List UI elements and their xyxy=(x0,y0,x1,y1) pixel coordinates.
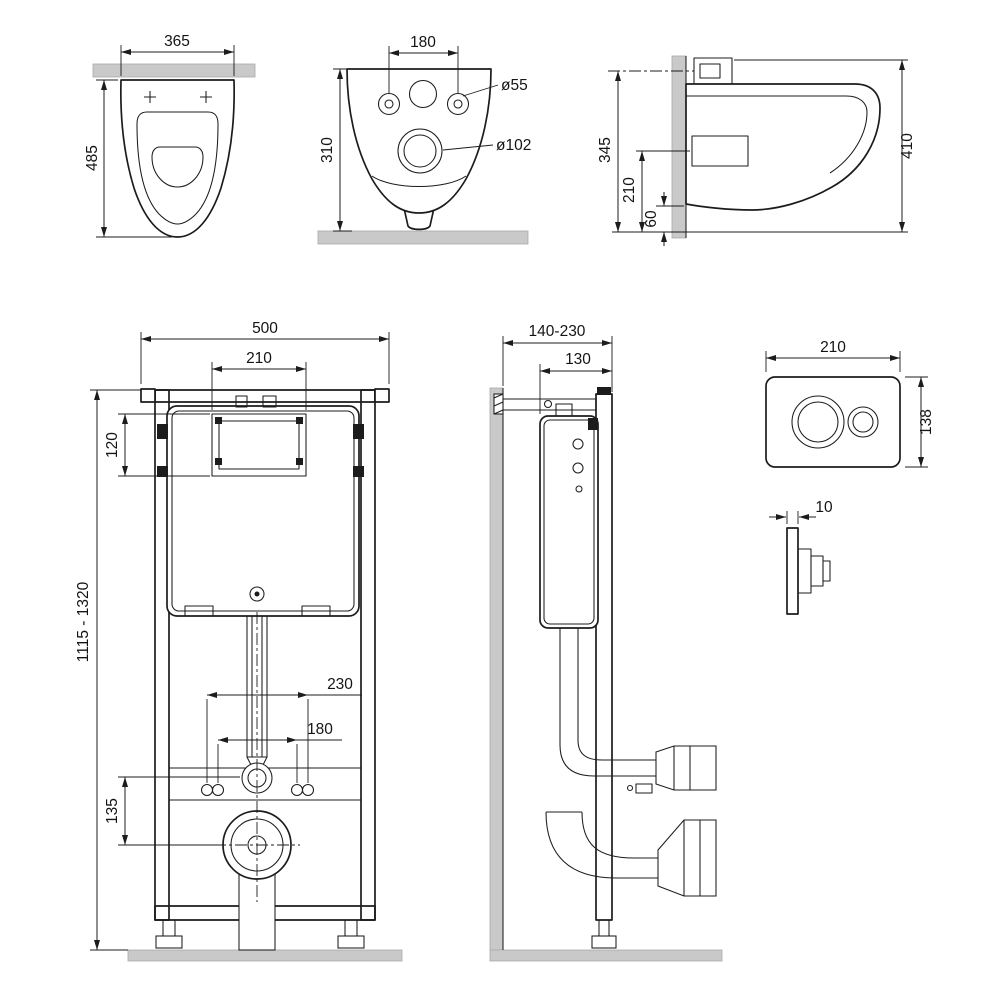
dim-bolt-spacing-label: 180 xyxy=(410,34,436,51)
bowl-back-view: 180 ø55 ø102 310 xyxy=(317,34,531,245)
dim-plate-width: 210 xyxy=(765,339,901,372)
bowl-top-view: 365 485 xyxy=(84,33,256,238)
bowl-side-outline xyxy=(685,83,881,211)
cistern xyxy=(157,395,364,617)
flush-plate-front xyxy=(765,376,901,468)
dim-230-label: 230 xyxy=(327,676,353,693)
dim-210-opening-label: 210 xyxy=(246,350,272,367)
dim-60-label: 60 xyxy=(643,210,660,228)
dim-height-to-axis: 345 xyxy=(597,71,621,232)
dim-plate-height: 138 xyxy=(905,376,935,468)
flush-bell-mark xyxy=(249,586,265,602)
wall-section-frame xyxy=(489,387,504,951)
dim-inner-bolt-spacing: 180 xyxy=(217,721,342,783)
dim-plate-10-label: 10 xyxy=(815,499,833,516)
fill-valve-top xyxy=(235,395,248,408)
wc-fixing-studs xyxy=(200,783,315,797)
frame-front-view: 500 210 120 1115 - 1320 230 180 xyxy=(75,320,403,962)
dim-wall-distance-range: 140-230 xyxy=(502,323,613,392)
dim-lower-offset: 135 xyxy=(104,776,240,846)
dim-overall-height: 410 xyxy=(734,59,916,232)
flush-bend-side xyxy=(559,628,717,794)
flush-channel xyxy=(691,135,749,167)
bowl-side-view: 345 210 60 410 xyxy=(597,55,916,246)
dim-opening-height: 120 xyxy=(104,413,210,477)
outlet-hole xyxy=(397,128,443,174)
flush-valve-top xyxy=(262,395,277,408)
floor-under-frame xyxy=(127,949,403,962)
dim-frame-height: 1115 - 1320 xyxy=(75,389,141,951)
dim-135-label: 135 xyxy=(104,798,121,824)
dim-height-range-label: 1115 - 1320 xyxy=(75,581,92,662)
dim-back-height: 310 xyxy=(319,68,352,232)
dim-gap: 60 xyxy=(643,192,684,246)
dim-outer-bolt-spacing: 230 xyxy=(206,676,362,783)
frame-feet xyxy=(155,919,365,949)
seat-outline xyxy=(136,111,219,225)
flush-plate-side-profile xyxy=(786,527,831,615)
dim-130-label: 130 xyxy=(565,351,591,368)
bolt-holes xyxy=(377,92,470,116)
dim-345-label: 345 xyxy=(597,137,614,163)
frame-rail-side xyxy=(591,387,617,949)
dim-frame-depth: 130 xyxy=(539,351,612,414)
dim-bowl-width: 365 xyxy=(120,33,235,76)
floor-section xyxy=(317,230,529,245)
wall-section-side xyxy=(671,55,687,239)
bowl-keel xyxy=(403,207,435,231)
outlet-diameter-label: ø102 xyxy=(496,137,531,154)
water-surface-outline xyxy=(151,146,204,188)
dim-500-label: 500 xyxy=(252,320,278,337)
rim-inner-line xyxy=(686,95,868,174)
flush-plate-view: 210 138 10 xyxy=(765,339,935,615)
dim-plate-210-label: 210 xyxy=(820,339,846,356)
dim-plate-thickness: 10 xyxy=(769,499,833,524)
dim-120-label: 120 xyxy=(104,432,121,458)
wall-bracket xyxy=(493,393,597,415)
callout-bolt-hole-diameter: ø55 xyxy=(462,77,528,97)
dim-bowl-depth: 485 xyxy=(84,79,172,238)
dim-opening-width: 210 xyxy=(211,350,307,410)
bolt-hole-diameter-label: ø55 xyxy=(501,77,528,94)
frame-side-view: 140-230 130 xyxy=(489,323,723,962)
inlet-box xyxy=(693,57,733,85)
dim-180-label: 180 xyxy=(307,721,333,738)
wall-section xyxy=(92,63,256,78)
pedestal-line xyxy=(371,175,467,187)
dim-bowl-depth-label: 485 xyxy=(84,145,101,171)
dim-plate-138-label: 138 xyxy=(918,409,935,435)
dim-outlet-height: 210 xyxy=(621,150,690,232)
flush-pipe xyxy=(241,616,273,794)
dim-140-230-label: 140-230 xyxy=(529,323,586,340)
dim-bowl-width-label: 365 xyxy=(164,33,190,50)
dim-bolt-spacing: 180 xyxy=(388,34,459,93)
dim-frame-width: 500 xyxy=(140,320,390,384)
mounting-cross-marks xyxy=(144,91,212,103)
dim-410-label: 410 xyxy=(899,133,916,159)
inlet-hole xyxy=(408,79,438,109)
floor-section-frame xyxy=(489,949,723,962)
drain-bend-side xyxy=(545,811,717,897)
callout-outlet-diameter: ø102 xyxy=(442,137,531,154)
dim-back-height-label: 310 xyxy=(319,137,336,163)
cistern-side xyxy=(539,403,599,629)
service-opening xyxy=(211,413,307,477)
flush-buttons xyxy=(791,395,879,449)
dim-210-label: 210 xyxy=(621,177,638,203)
bowl-outline xyxy=(119,79,236,238)
